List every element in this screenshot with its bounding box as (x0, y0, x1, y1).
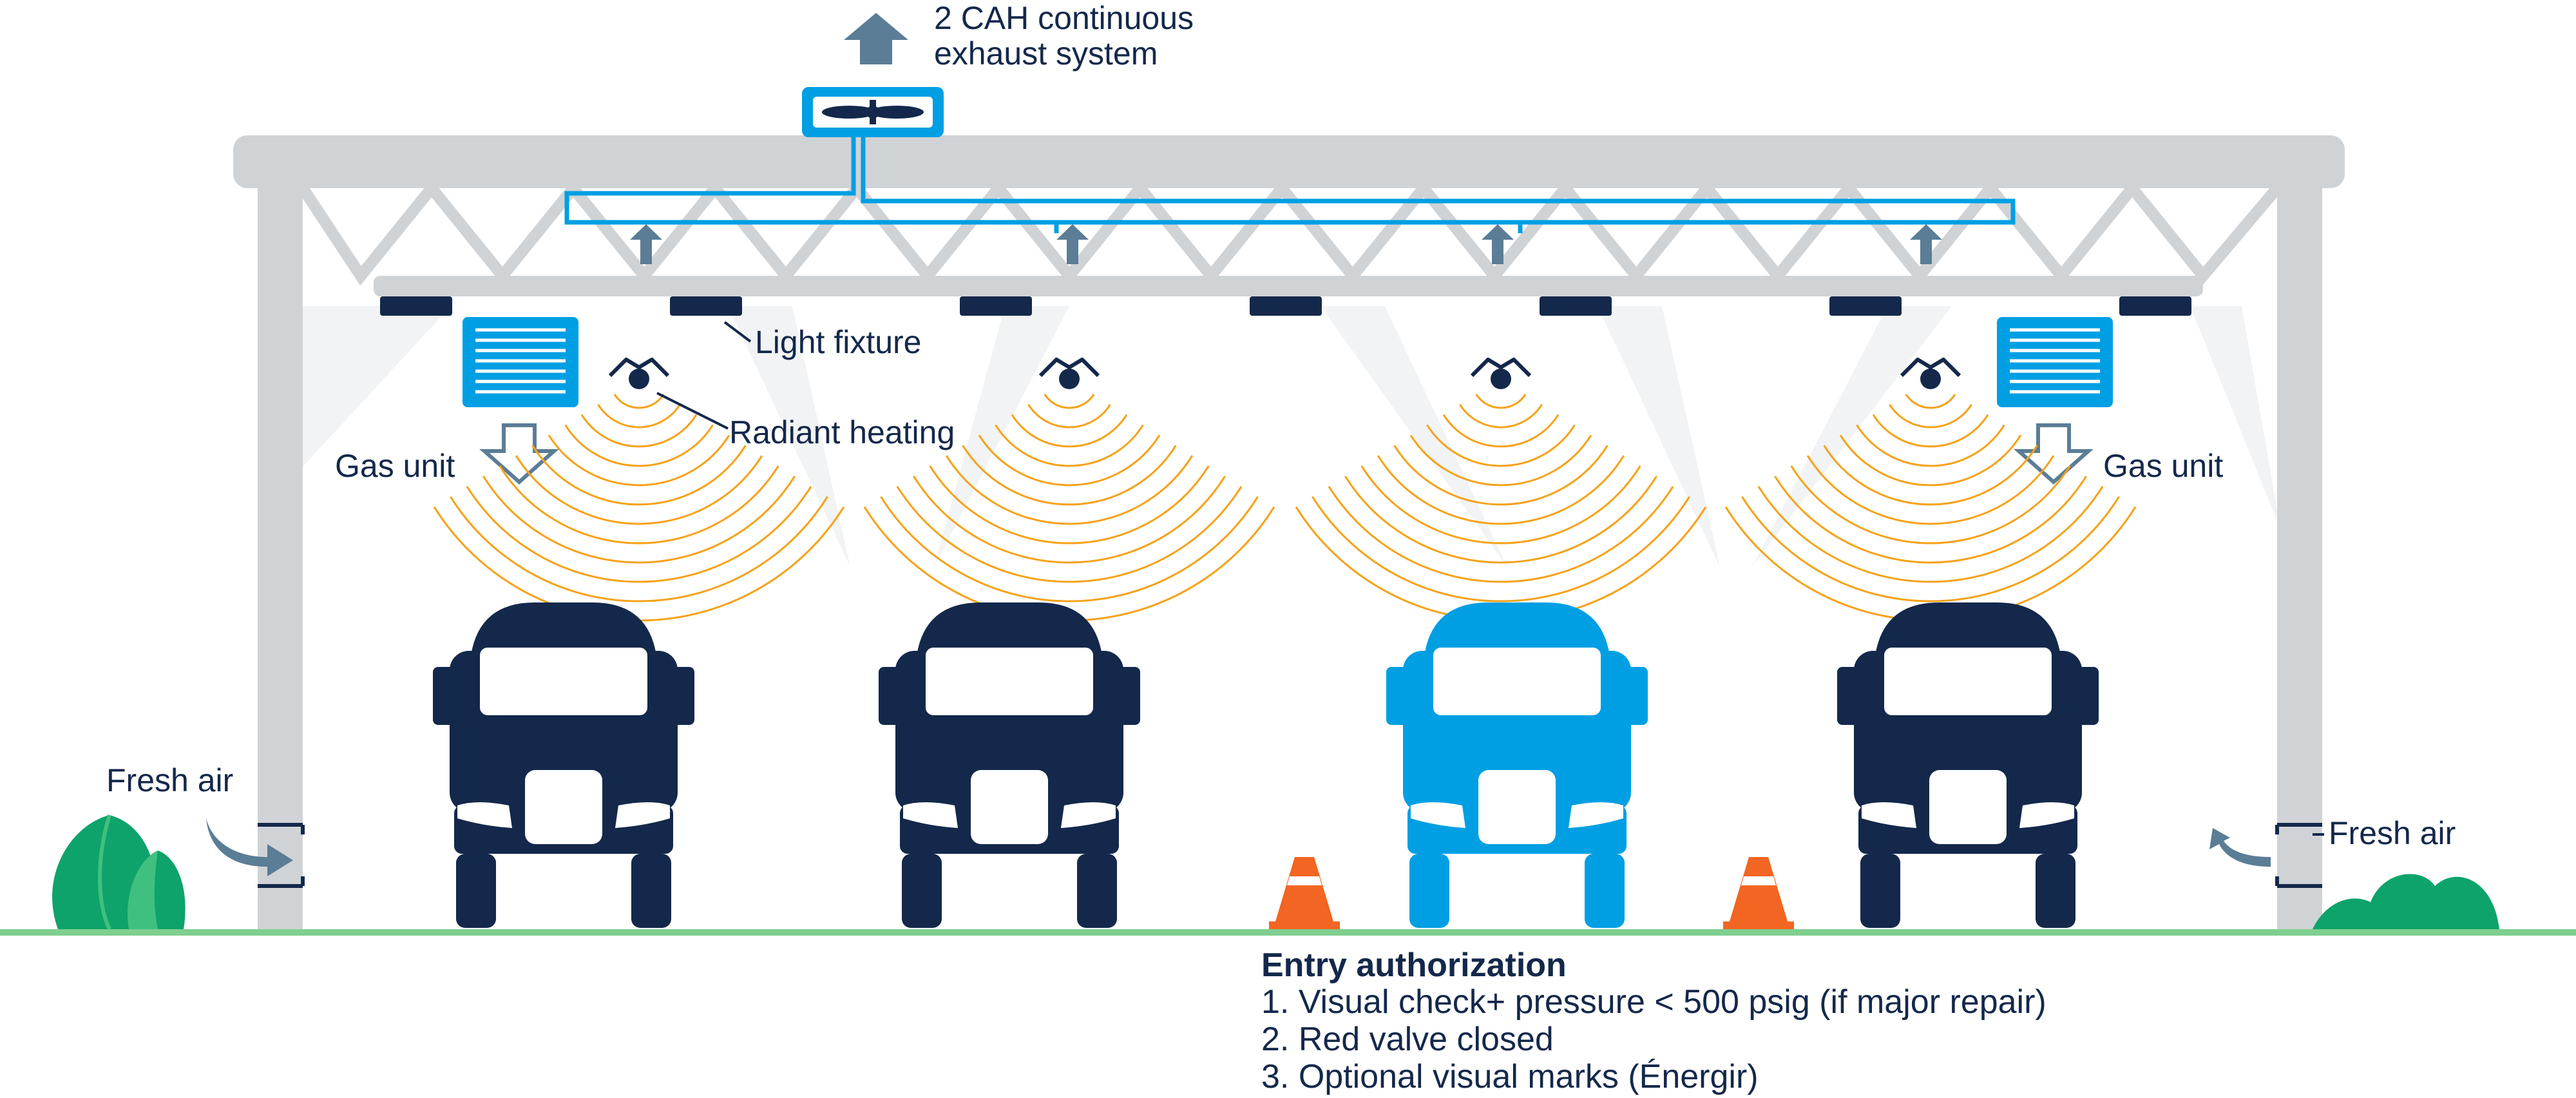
heat-wave (1823, 445, 2038, 506)
heat-wave (1360, 465, 1641, 544)
heat-wave (1872, 414, 1989, 448)
heat-wave (1044, 394, 1095, 409)
shrub-icon (2313, 874, 2499, 929)
truck-icon (1837, 602, 2099, 928)
heat-wave (1011, 414, 1128, 448)
fresh-air-vent-left (258, 823, 305, 888)
heat-wave (1905, 394, 1956, 409)
heat-wave (564, 424, 714, 467)
heat-wave (515, 455, 763, 525)
gas-down-arrow-right (2014, 423, 2094, 485)
heat-wave (995, 424, 1144, 467)
heat-wave (896, 486, 1243, 583)
light-cones (258, 306, 2280, 567)
heat-wave (531, 445, 747, 506)
heat-wave (913, 476, 1226, 564)
trucks (433, 602, 2099, 928)
intake-arrows (630, 224, 1942, 264)
gas-heater-icon (463, 317, 578, 407)
heat-wave (978, 434, 1161, 486)
entry-authorization-title: Entry authorization (1261, 947, 1567, 984)
fan-icon (802, 87, 944, 137)
heat-wave (1377, 455, 1625, 525)
exhaust-ducts (564, 135, 2016, 233)
light-fixtures (380, 296, 2191, 316)
heat-wave (1312, 496, 1690, 602)
heat-wave (548, 434, 730, 486)
heat-wave (466, 486, 812, 583)
heat-wave (1442, 414, 1560, 448)
heat-wave (1393, 445, 1608, 506)
gas-heater-icon-right (1997, 317, 2113, 407)
heat-wave (580, 414, 698, 448)
tree-icon (52, 814, 186, 930)
traffic-cone-icon (1723, 857, 1794, 930)
heat-wave (1774, 476, 2087, 564)
heat-wave (482, 476, 796, 564)
exhaust-label-line2: exhaust system (934, 35, 1158, 72)
fresh-air-arrow-right (2209, 828, 2271, 867)
heat-wave (597, 403, 681, 429)
heat-wave (1409, 434, 1592, 486)
gas-unit-label-right: Gas unit (2103, 448, 2223, 484)
traffic-cone-icon (1269, 857, 1340, 930)
heat-wave (1889, 403, 1972, 429)
heat-wave (1475, 394, 1527, 409)
heat-wave (1426, 424, 1576, 467)
radiant-heater-icon (1295, 358, 1707, 622)
heat-wave (1757, 486, 2104, 583)
entry-authorization-item: 2. Red valve closed (1261, 1021, 1554, 1058)
heat-wave (1806, 455, 2055, 525)
heat-wave (880, 496, 1259, 602)
exhaust-arrow-icon (844, 13, 908, 64)
truck-icon (879, 602, 1140, 928)
heat-wave (613, 394, 665, 409)
heat-wave (1839, 434, 2022, 486)
heat-wave (499, 465, 779, 544)
gas-down-arrow-left (479, 423, 559, 485)
fresh-air-arrow-left (206, 818, 293, 876)
heat-wave (1790, 465, 2071, 544)
heat-wave (962, 445, 1177, 506)
radiant-heating-label: Radiant heating (729, 414, 955, 450)
heat-wave (945, 455, 1194, 525)
radiant-heater-icon (433, 358, 845, 622)
truck-icon (1386, 602, 1648, 928)
heat-wave (1027, 403, 1111, 429)
heat-wave (929, 465, 1210, 544)
entry-authorization-item: 1. Visual check+ pressure < 500 psig (if… (1261, 983, 2046, 1021)
building-frame (233, 135, 2345, 934)
heat-wave (1741, 496, 2120, 602)
entry-authorization: Entry authorization 1. Visual check+ pre… (1261, 947, 2046, 1095)
radiant-heater-icon (863, 358, 1275, 622)
light-fixture-label: Light fixture (755, 324, 921, 360)
heat-wave (1459, 403, 1543, 429)
fresh-air-label-left: Fresh air (106, 762, 233, 798)
heat-wave (1856, 424, 2005, 467)
fresh-air-label-right: Fresh air (2329, 815, 2456, 851)
heat-wave (1344, 476, 1657, 564)
exhaust-label-line1: 2 CAH continuous (934, 0, 1194, 36)
heat-wave (1328, 486, 1674, 583)
entry-authorization-item: 3. Optional visual marks (Énergir) (1261, 1058, 1759, 1095)
ground-line (0, 929, 2576, 936)
gas-unit-label-left: Gas unit (335, 448, 455, 484)
heat-wave (450, 496, 828, 602)
truck-icon (433, 602, 694, 928)
fresh-air-vent-right (2275, 823, 2322, 888)
